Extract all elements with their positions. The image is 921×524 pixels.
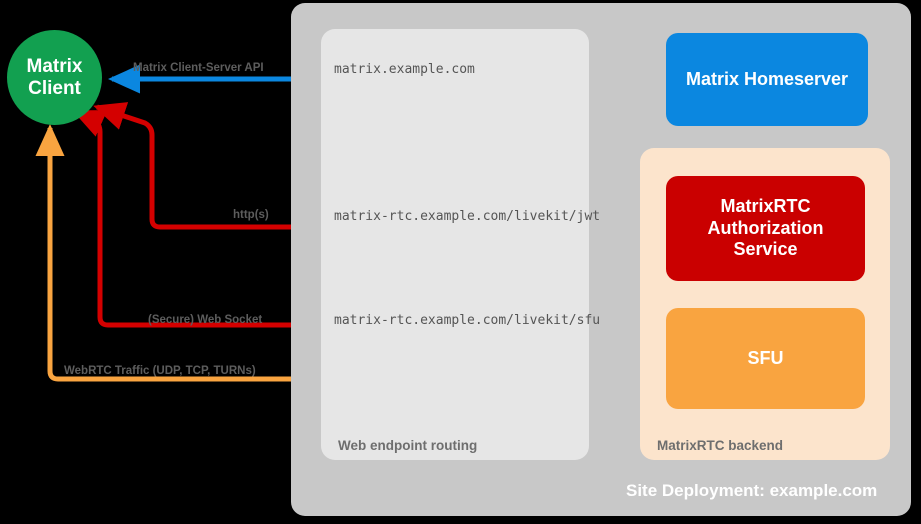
matrix-client-label-line2: Client xyxy=(28,77,81,99)
auth-service-label-line3: Service xyxy=(733,239,798,260)
flow-label-https: http(s) xyxy=(233,209,269,221)
node-matrix-client[interactable]: Matrix Client xyxy=(7,30,102,125)
auth-service-label-line1: MatrixRTC xyxy=(720,196,811,217)
flow-arrow-web-socket xyxy=(72,109,663,328)
flow-label-webrtc-traffic: WebRTC Traffic (UDP, TCP, TURNs) xyxy=(64,365,256,377)
panel-caption-matrixrtc-backend: MatrixRTC backend xyxy=(657,438,784,453)
flow-label-matrix-cs-api: Matrix Client-Server API xyxy=(133,62,264,74)
node-matrixrtc-authorization-service[interactable]: MatrixRTC Authorization Service xyxy=(666,176,865,281)
flow-arrow-https xyxy=(93,102,663,230)
endpoint-url-livekit-jwt: matrix-rtc.example.com/livekit/jwt xyxy=(334,209,601,224)
matrix-homeserver-label: Matrix Homeserver xyxy=(685,68,849,89)
flow-label-web-socket: (Secure) Web Socket xyxy=(148,314,263,326)
endpoint-url-livekit-sfu: matrix-rtc.example.com/livekit/sfu xyxy=(334,313,601,328)
matrix-client-label-line1: Matrix xyxy=(26,56,83,78)
sfu-label: SFU xyxy=(747,347,784,368)
web-endpoint-routing-panel xyxy=(321,29,589,460)
node-matrix-homeserver[interactable]: Matrix Homeserver xyxy=(666,33,868,126)
flow-arrow-webrtc-traffic xyxy=(35,123,663,382)
auth-service-label-line2: Authorization xyxy=(707,217,824,238)
endpoint-url-matrix: matrix.example.com xyxy=(334,62,475,77)
panel-caption-web-endpoint-routing: Web endpoint routing xyxy=(338,438,478,453)
node-sfu[interactable]: SFU xyxy=(666,308,865,409)
site-deployment-caption: Site Deployment: example.com xyxy=(626,481,878,500)
